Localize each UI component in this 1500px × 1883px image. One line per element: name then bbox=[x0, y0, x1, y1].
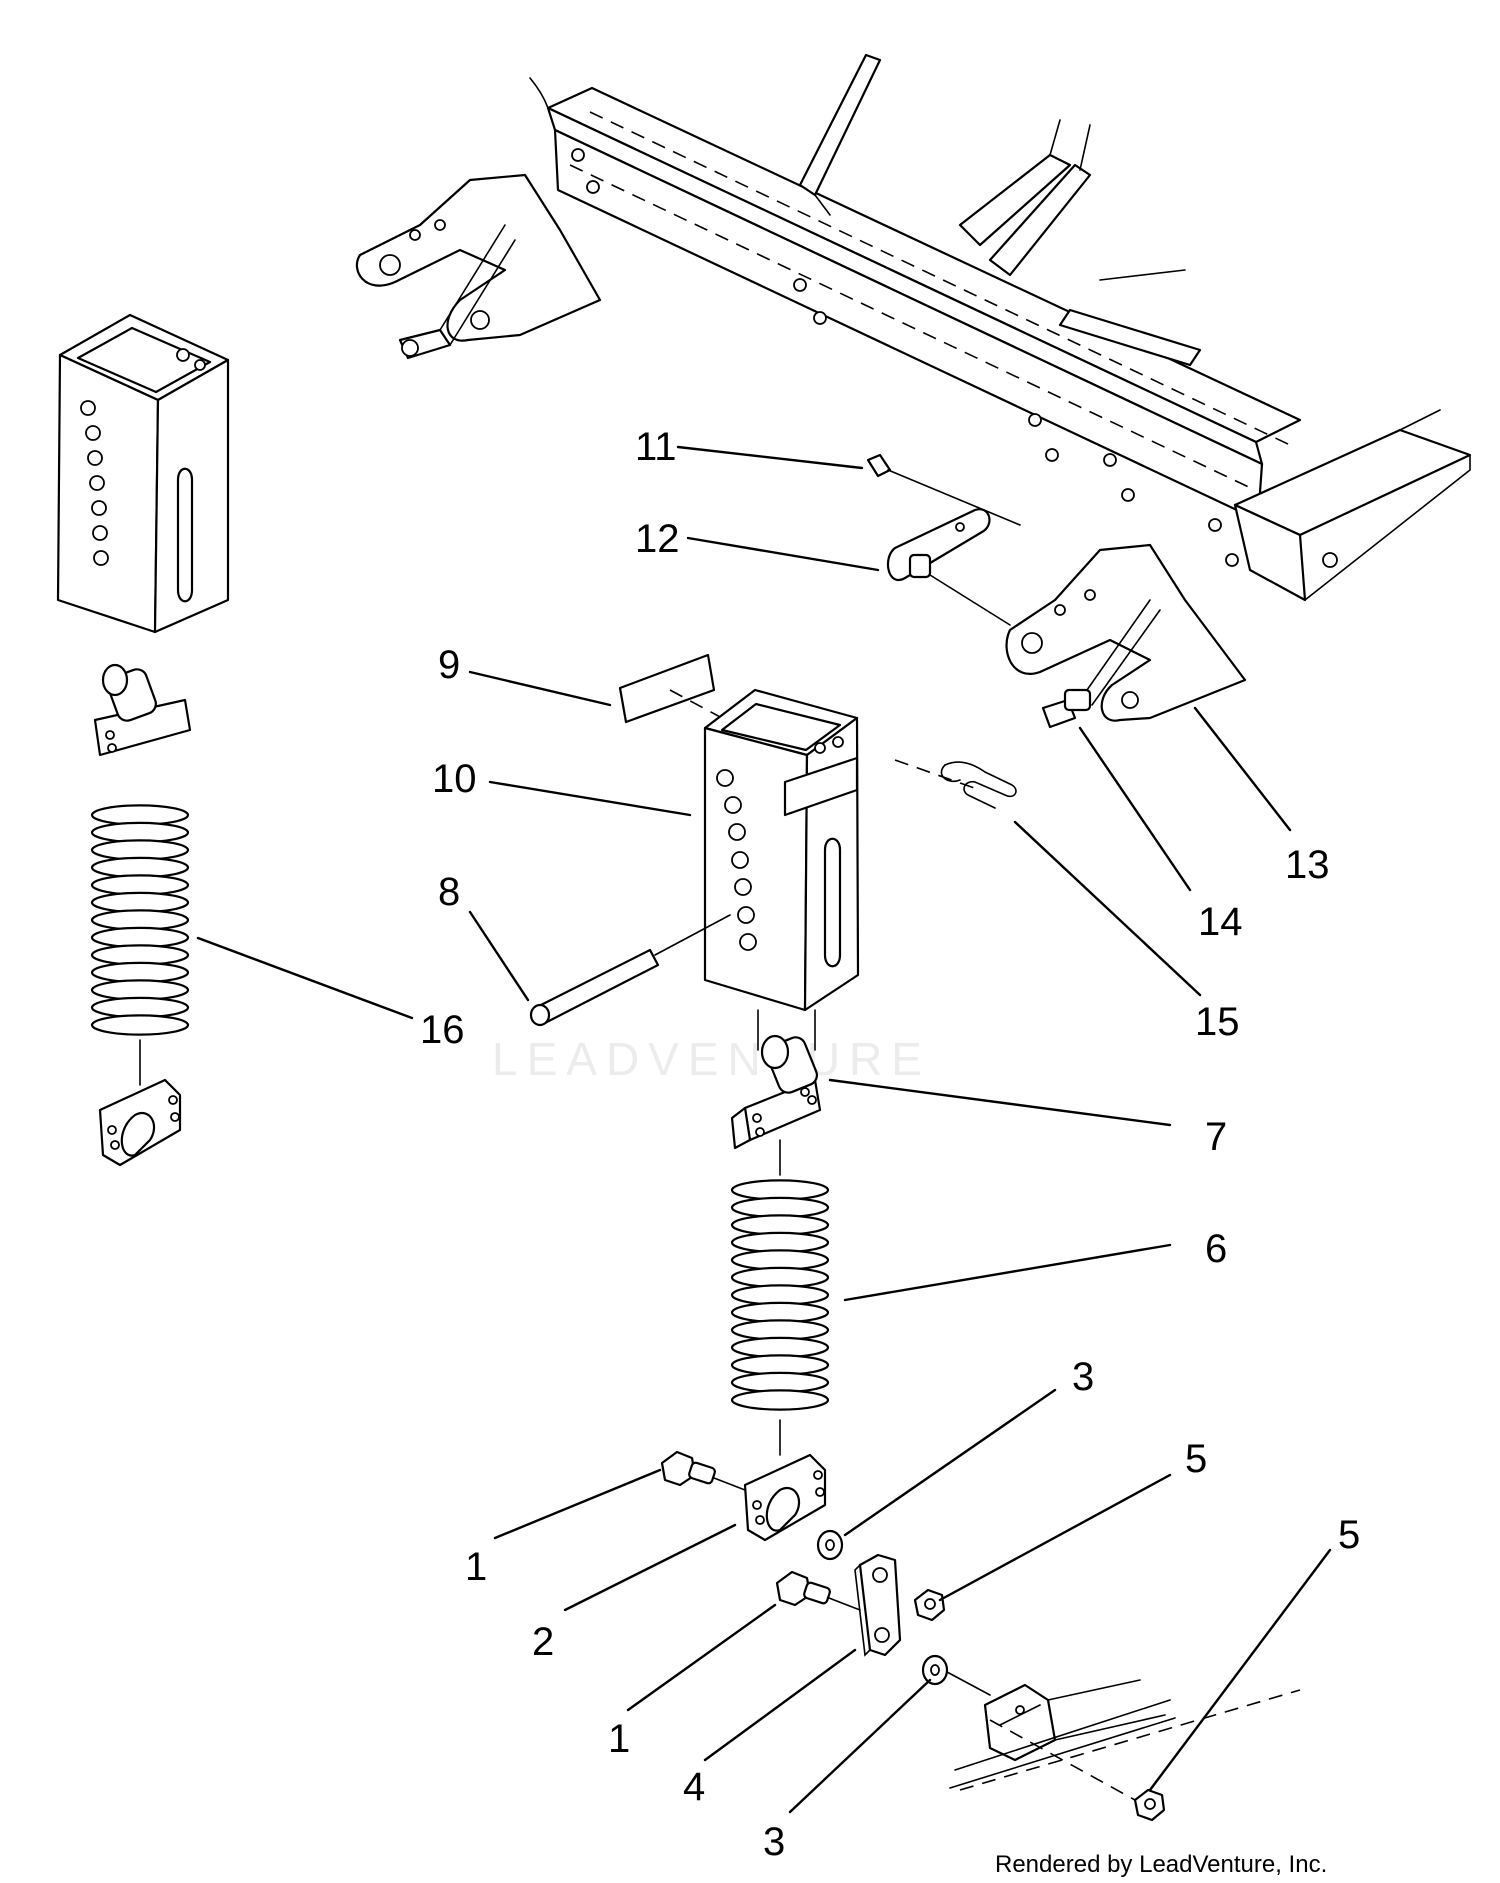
spring-coil bbox=[90, 874, 190, 896]
left-reference-assembly bbox=[56, 313, 230, 1167]
spring-coil bbox=[730, 1301, 830, 1324]
callout-1-lower: 1 bbox=[608, 1717, 630, 1761]
part-1-bolt-lower bbox=[775, 1570, 861, 1611]
spring-coil bbox=[90, 909, 190, 931]
callout-16: 16 bbox=[420, 1008, 465, 1052]
callout-5-upper: 5 bbox=[1185, 1437, 1207, 1481]
watermark-text: LEADVENTURE bbox=[492, 1033, 931, 1085]
spring-coil bbox=[730, 1354, 830, 1376]
callout-6: 6 bbox=[1205, 1227, 1227, 1271]
spring-coil bbox=[90, 821, 190, 844]
callout-3-upper: 3 bbox=[1072, 1355, 1094, 1399]
spring-coil bbox=[730, 1336, 830, 1359]
spring-coil bbox=[90, 961, 190, 984]
spring-coil bbox=[730, 1196, 830, 1219]
callout-15: 15 bbox=[1195, 1000, 1240, 1044]
spring-coil bbox=[730, 1266, 830, 1289]
part-13-bracket bbox=[1005, 543, 1247, 722]
frame-rail bbox=[529, 53, 1472, 602]
callout-5-lower: 5 bbox=[1338, 1513, 1360, 1557]
callout-8: 8 bbox=[438, 870, 460, 914]
spring-coil bbox=[730, 1319, 830, 1341]
callout-7: 7 bbox=[1205, 1115, 1227, 1159]
part-11-bolt bbox=[866, 453, 1021, 526]
part-12-plate bbox=[886, 508, 1011, 626]
callout-9: 9 bbox=[438, 643, 460, 687]
part-4-link bbox=[854, 1553, 902, 1657]
callout-10: 10 bbox=[432, 757, 477, 801]
part-5-nut-upper bbox=[913, 1588, 946, 1622]
lower-mounting-channel bbox=[949, 1679, 1301, 1801]
spring-coil bbox=[730, 1231, 830, 1254]
part-14-bolt bbox=[1041, 688, 1092, 729]
callout-13: 13 bbox=[1285, 843, 1330, 887]
part-3-washer-upper bbox=[816, 1529, 844, 1561]
spring-coil bbox=[730, 1284, 830, 1306]
callout-4: 4 bbox=[683, 1765, 705, 1809]
part-8-pin bbox=[529, 914, 731, 1027]
part-9-decal bbox=[618, 653, 736, 726]
spring-coil bbox=[730, 1214, 830, 1236]
part-6-spring bbox=[730, 1179, 830, 1456]
callout-12: 12 bbox=[635, 517, 680, 561]
callout-labels: 11 12 9 10 8 13 14 15 16 7 6 3 5 5 1 2 1… bbox=[420, 425, 1360, 1864]
upper-left-bracket bbox=[355, 173, 602, 360]
part-2-lower-bracket bbox=[743, 1453, 827, 1542]
callout-11: 11 bbox=[635, 425, 677, 469]
spring-coil bbox=[730, 1249, 830, 1271]
spring-coil bbox=[90, 926, 190, 949]
callout-2: 2 bbox=[532, 1620, 554, 1664]
part-5-nut-lower bbox=[1133, 1788, 1166, 1822]
spring-coil bbox=[730, 1389, 830, 1411]
part-1-bolt-upper bbox=[660, 1450, 746, 1491]
spring-coil bbox=[730, 1179, 830, 1201]
callout-1-upper: 1 bbox=[465, 1545, 487, 1589]
spring-coil bbox=[90, 891, 190, 914]
part-15-hairpin bbox=[940, 761, 1017, 809]
spring-coil bbox=[90, 839, 190, 861]
spring-coil bbox=[90, 804, 190, 826]
callout-leaders bbox=[196, 445, 1332, 1814]
part-7-bushing-bracket bbox=[730, 1034, 822, 1176]
spring-coil bbox=[90, 979, 190, 1001]
part-10-housing bbox=[703, 688, 981, 1051]
part-3-washer-lower bbox=[921, 1654, 991, 1696]
spring-coil bbox=[730, 1371, 830, 1394]
spring-coil bbox=[90, 996, 190, 1019]
spring-coil bbox=[90, 856, 190, 879]
callout-14: 14 bbox=[1198, 900, 1243, 944]
spring-coil bbox=[90, 944, 190, 966]
render-credit: Rendered by LeadVenture, Inc. bbox=[995, 1851, 1327, 1878]
spring-coil bbox=[90, 1014, 190, 1036]
callout-3-lower: 3 bbox=[763, 1820, 785, 1864]
